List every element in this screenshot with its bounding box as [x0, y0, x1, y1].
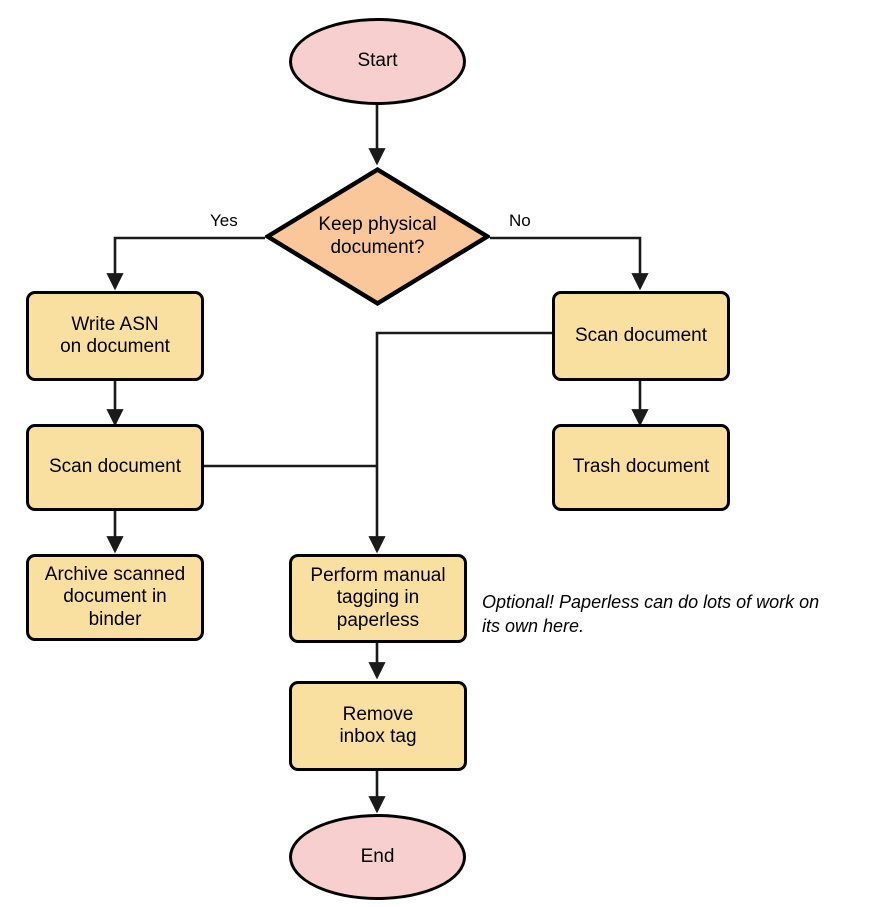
node-scan-document-left-label: Scan document: [48, 456, 182, 478]
node-decision-label: Keep physical document?: [318, 214, 437, 258]
node-scan-document-right[interactable]: Scan document: [552, 291, 730, 381]
annotation-optional-note: Optional! Paperless can do lots of work …: [482, 592, 820, 637]
node-manual-tagging[interactable]: Perform manual tagging in paperless: [289, 554, 467, 643]
edge-label-no: No: [509, 211, 531, 230]
node-remove-inbox-tag-label: Remove inbox tag: [339, 703, 417, 747]
node-start[interactable]: Start: [289, 18, 466, 105]
diamond-shape: [265, 167, 490, 306]
edge-label-yes: Yes: [210, 211, 238, 230]
node-scan-document-left[interactable]: Scan document: [26, 424, 204, 511]
node-archive-binder-label: Archive scanned document in binder: [44, 564, 186, 630]
node-end[interactable]: End: [289, 814, 466, 900]
node-trash-document-label: Trash document: [572, 456, 710, 478]
node-manual-tagging-label: Perform manual tagging in paperless: [310, 565, 446, 631]
node-scan-document-right-label: Scan document: [574, 324, 708, 346]
edge-decision-no: [490, 236, 649, 291]
node-trash-document[interactable]: Trash document: [552, 424, 730, 511]
node-write-asn[interactable]: Write ASN on document: [26, 291, 204, 381]
node-archive-binder[interactable]: Archive scanned document in binder: [26, 554, 204, 641]
edge-decision-yes: [106, 236, 265, 291]
node-write-asn-label: Write ASN on document: [60, 313, 170, 357]
node-start-label: Start: [357, 50, 398, 72]
node-end-label: End: [360, 845, 395, 867]
node-decision[interactable]: Keep physical document?: [265, 167, 490, 306]
node-remove-inbox-tag[interactable]: Remove inbox tag: [289, 681, 467, 771]
edge-scanright-to-tagging: [368, 331, 552, 554]
